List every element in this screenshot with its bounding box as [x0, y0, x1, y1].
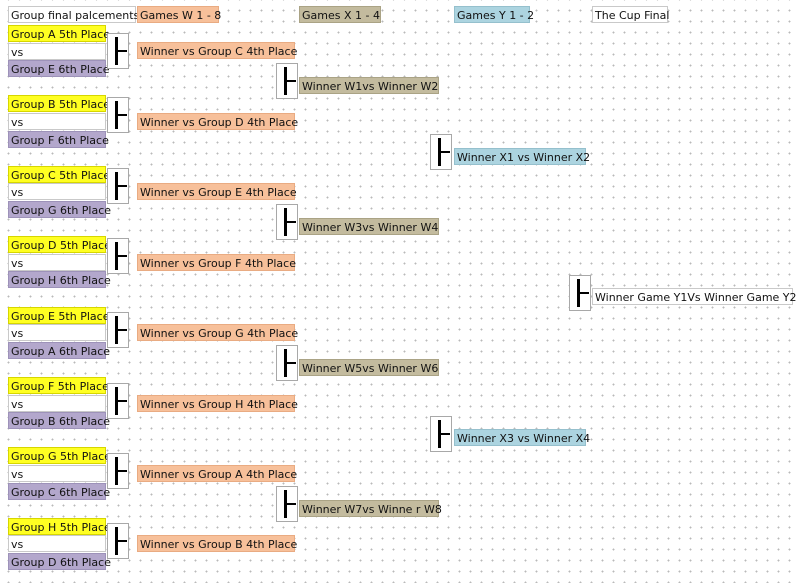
- bracket-connector-icon: [276, 345, 298, 381]
- header-games-y[interactable]: Games Y 1 - 2: [454, 6, 534, 23]
- group-top-cell[interactable]: Group G 5th Place: [8, 447, 111, 464]
- bracket-connector-icon: [107, 168, 129, 204]
- group-top-cell[interactable]: Group B 5th Place: [8, 95, 110, 112]
- bracket-connector-icon: [107, 97, 129, 133]
- group-bottom-cell[interactable]: Group A 6th Place: [8, 342, 110, 359]
- bracket-connector-icon: [107, 238, 129, 274]
- group-vs-cell[interactable]: vs: [8, 535, 106, 552]
- header-games-x[interactable]: Games X 1 - 4: [299, 6, 381, 23]
- bracket-connector-icon: [107, 312, 129, 348]
- cup-final-game[interactable]: Winner Game Y1Vs Winner Game Y2: [592, 288, 797, 305]
- group-bottom-cell[interactable]: Group G 6th Place: [8, 201, 111, 218]
- w-game-2[interactable]: Winner vs Group D 4th Place: [137, 113, 298, 130]
- bracket-connector-icon: [276, 204, 298, 240]
- bracket-connector-icon: [276, 63, 298, 99]
- group-bottom-cell[interactable]: Group C 6th Place: [8, 483, 110, 500]
- header-cup-final[interactable]: The Cup Final: [592, 6, 669, 23]
- group-top-cell[interactable]: Group C 5th Place: [8, 166, 110, 183]
- group-bottom-cell[interactable]: Group H 6th Place: [8, 271, 111, 288]
- bracket-connector-icon: [430, 416, 452, 452]
- group-bottom-cell[interactable]: Group D 6th Place: [8, 553, 111, 570]
- group-vs-cell[interactable]: vs: [8, 254, 106, 271]
- group-top-cell[interactable]: Group A 5th Place: [8, 25, 110, 42]
- y-game-1[interactable]: Winner X1 vs Winner X2: [454, 148, 590, 165]
- x-game-2[interactable]: Winner W3vs Winner W4: [299, 218, 439, 235]
- w-game-7[interactable]: Winner vs Group A 4th Place: [137, 465, 297, 482]
- w-game-3[interactable]: Winner vs Group E 4th Place: [137, 183, 297, 200]
- bracket-connector-icon: [430, 134, 452, 170]
- x-game-4[interactable]: Winner W7vs Winne r W8: [299, 500, 442, 517]
- w-game-8[interactable]: Winner vs Group B 4th Place: [137, 535, 297, 552]
- w-game-5[interactable]: Winner vs Group G 4th Place: [137, 324, 298, 341]
- group-vs-cell[interactable]: vs: [8, 43, 106, 60]
- group-vs-cell[interactable]: vs: [8, 113, 106, 130]
- group-top-cell[interactable]: Group H 5th Place: [8, 518, 111, 535]
- group-top-cell[interactable]: Group F 5th Place: [8, 377, 109, 394]
- bracket-connector-icon: [569, 275, 591, 311]
- group-bottom-cell[interactable]: Group F 6th Place: [8, 131, 109, 148]
- bracket-connector-icon: [107, 523, 129, 559]
- group-top-cell[interactable]: Group E 5th Place: [8, 307, 109, 324]
- bracket-connector-icon: [107, 383, 129, 419]
- w-game-4[interactable]: Winner vs Group F 4th Place: [137, 254, 296, 271]
- w-game-1[interactable]: Winner vs Group C 4th Place: [137, 42, 297, 59]
- bracket-connector-icon: [107, 33, 129, 69]
- group-vs-cell[interactable]: vs: [8, 395, 106, 412]
- group-vs-cell[interactable]: vs: [8, 324, 106, 341]
- group-vs-cell[interactable]: vs: [8, 465, 106, 482]
- group-top-cell[interactable]: Group D 5th Place: [8, 236, 111, 253]
- header-group-placements[interactable]: Group final palcements: [8, 6, 139, 23]
- group-bottom-cell[interactable]: Group E 6th Place: [8, 60, 109, 77]
- x-game-3[interactable]: Winner W5vs Winner W6: [299, 359, 439, 376]
- header-games-w[interactable]: Games W 1 - 8: [137, 6, 221, 23]
- group-vs-cell[interactable]: vs: [8, 183, 106, 200]
- bracket-connector-icon: [107, 453, 129, 489]
- bracket-connector-icon: [276, 486, 298, 522]
- x-game-1[interactable]: Winner W1vs Winner W2: [299, 77, 439, 94]
- y-game-2[interactable]: Winner X3 vs Winner X4: [454, 429, 590, 446]
- w-game-6[interactable]: Winner vs Group H 4th Place: [137, 395, 298, 412]
- group-bottom-cell[interactable]: Group B 6th Place: [8, 412, 110, 429]
